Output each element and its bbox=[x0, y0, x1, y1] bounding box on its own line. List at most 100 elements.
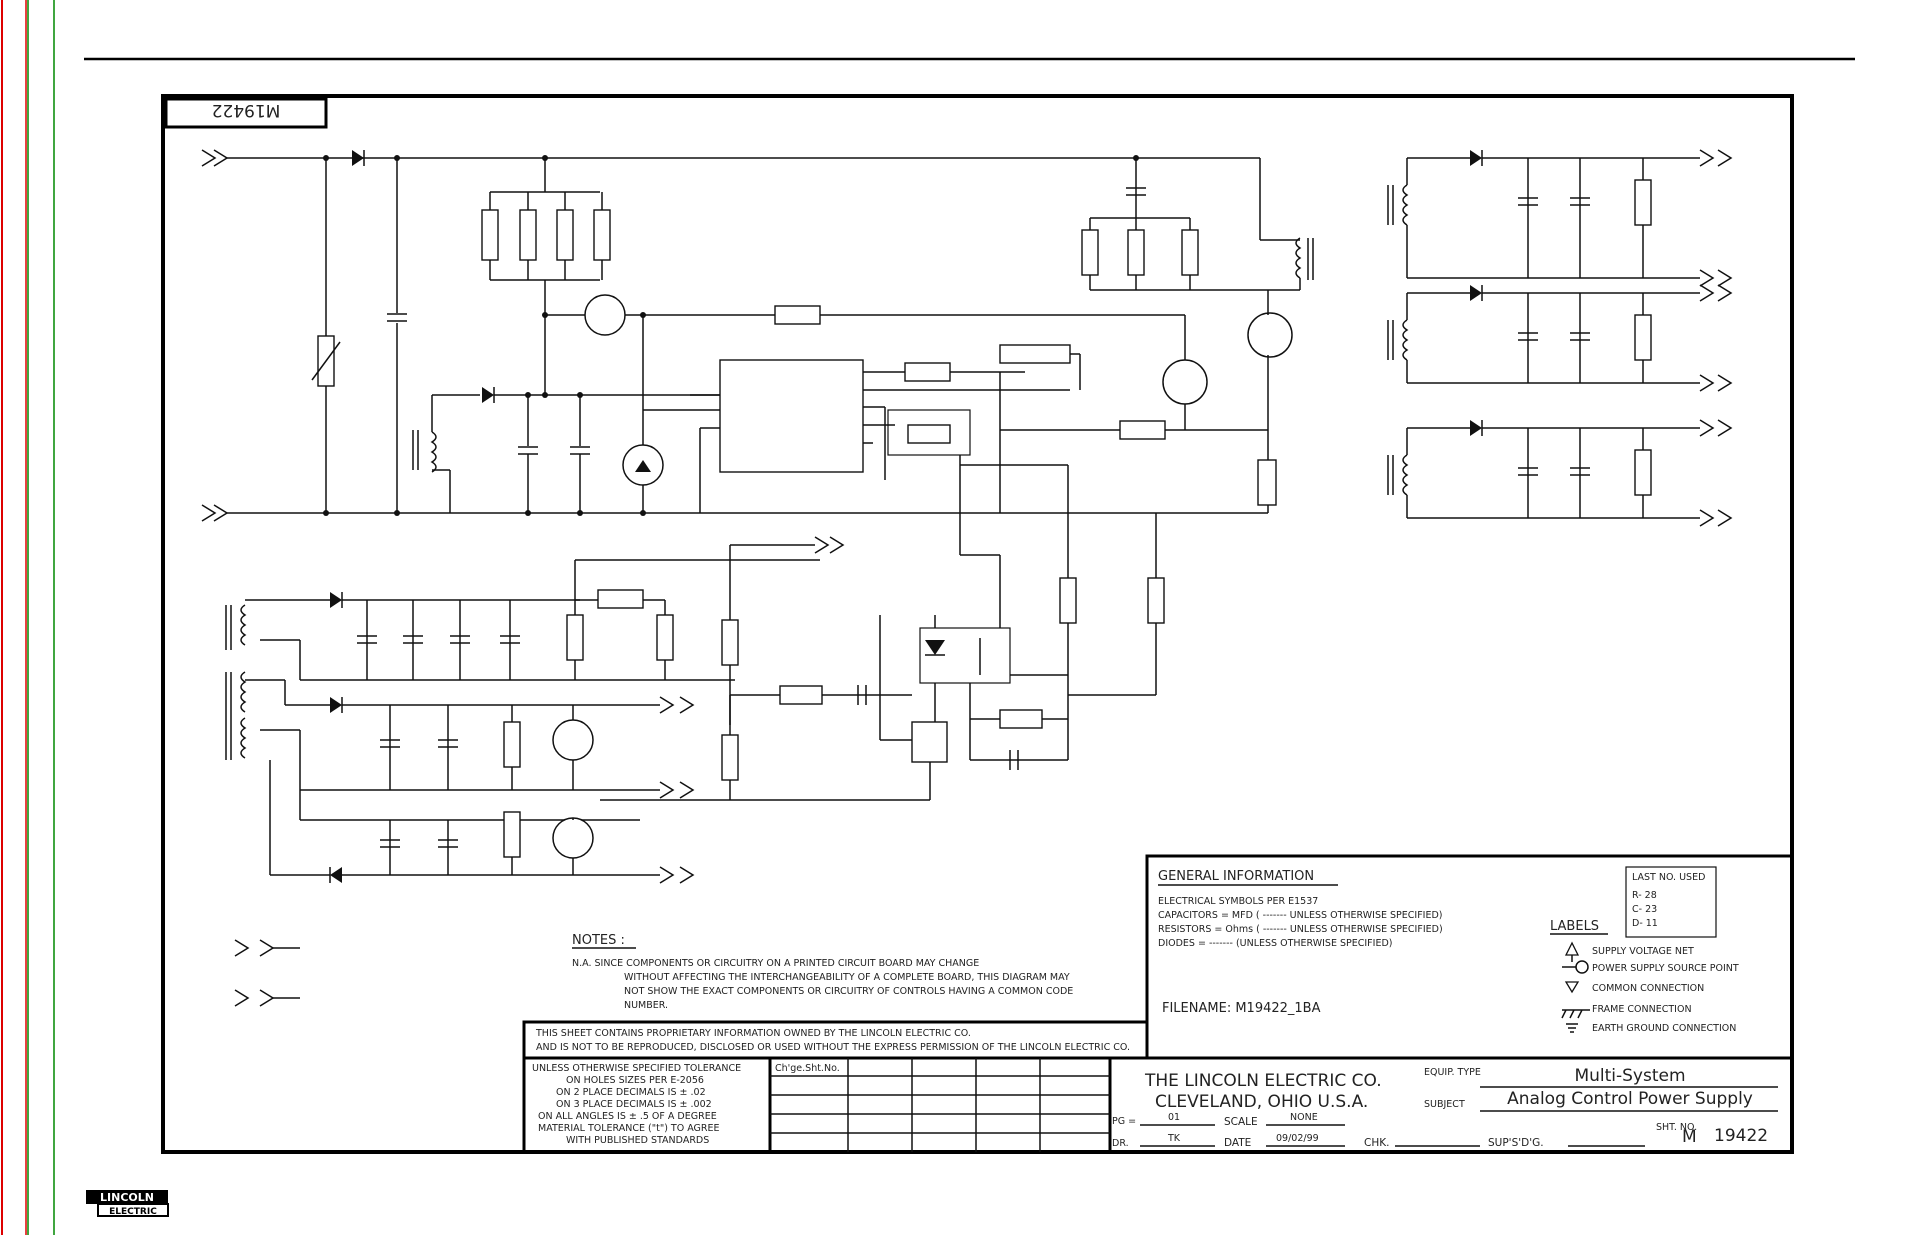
title-block bbox=[522, 1056, 1794, 1154]
connector-j42-2 bbox=[730, 536, 845, 554]
transformer-t1-aux bbox=[412, 430, 437, 473]
general-info-line-4: DIODES = ------- (UNLESS OTHERWISE SPECI… bbox=[1158, 938, 1392, 949]
resistor-r23 bbox=[774, 305, 821, 325]
svg-text:ON ALL ANGLES IS ± .5 OF A DEG: ON ALL ANGLES IS ± .5 OF A DEGREE bbox=[538, 1111, 717, 1122]
label-earth-ground-connection: EARTH GROUND CONNECTION bbox=[1592, 1023, 1736, 1034]
last-no-used-r: R- 28 bbox=[1632, 890, 1657, 901]
scale-value: NONE bbox=[1290, 1112, 1318, 1123]
connector-j42-5 bbox=[640, 696, 695, 714]
filename: FILENAME: M19422_1BA bbox=[1162, 1001, 1321, 1016]
sup-label: SUP'S'D'G. bbox=[1488, 1137, 1544, 1149]
zener-d11 bbox=[584, 294, 626, 336]
secondary-section-d10 bbox=[1387, 419, 1733, 527]
resistor-r21 bbox=[1059, 577, 1077, 624]
chk-label: CHK. bbox=[1364, 1137, 1389, 1149]
resistor-r3 bbox=[779, 685, 823, 705]
secondary-section-d9 bbox=[1387, 284, 1733, 392]
general-info-heading: GENERAL INFORMATION bbox=[1158, 869, 1314, 884]
transformer-t1-primary bbox=[1295, 237, 1302, 279]
resistor-r7 bbox=[1081, 229, 1099, 276]
last-no-used-box bbox=[1625, 866, 1717, 938]
diode-d7 bbox=[329, 867, 342, 883]
drawing-tag: M19422 bbox=[212, 100, 281, 120]
pg-label: PG = bbox=[1112, 1116, 1136, 1127]
pg-value: 01 bbox=[1168, 1112, 1180, 1123]
svg-text:ON 3 PLACE DECIMALS IS ± .002: ON 3 PLACE DECIMALS IS ± .002 bbox=[556, 1099, 712, 1110]
resistor-r24 bbox=[1147, 577, 1165, 624]
general-info-line-1: ELECTRICAL SYMBOLS PER E1537 bbox=[1158, 896, 1318, 907]
diode-d1 bbox=[352, 150, 365, 166]
drawing-tag-box bbox=[164, 97, 328, 129]
subject-value: Analog Control Power Supply bbox=[1507, 1089, 1753, 1109]
resistor-bank-r28-r27 bbox=[481, 158, 611, 395]
ic-x1-2842a bbox=[719, 359, 864, 473]
change-sheet-grid: Ch'ge.Sht.No. bbox=[770, 1058, 1110, 1152]
svg-text:UNLESS OTHERWISE SPECIFIED TOL: UNLESS OTHERWISE SPECIFIED TOLERANCE bbox=[532, 1063, 741, 1074]
diode-d4 bbox=[330, 697, 343, 713]
svg-text:ELECTRIC: ELECTRIC bbox=[109, 1207, 157, 1217]
resistor-r19 bbox=[656, 614, 674, 661]
note-line-1: N.A. SINCE COMPONENTS OR CIRCUITRY ON A … bbox=[572, 958, 979, 969]
sht-prefix: M bbox=[1682, 1127, 1697, 1147]
resistor-r26 bbox=[1181, 229, 1199, 276]
equip-type-value: Multi-System bbox=[1574, 1066, 1685, 1086]
company-city: CLEVELAND, OHIO U.S.A. bbox=[1155, 1092, 1368, 1112]
svg-text:MATERIAL TOLERANCE ("t") TO AG: MATERIAL TOLERANCE ("t") TO AGREE bbox=[538, 1123, 720, 1134]
connector-j42-9 bbox=[640, 866, 695, 884]
last-no-used-d: D- 11 bbox=[1632, 918, 1658, 929]
resistor-r10 bbox=[566, 614, 584, 661]
connector-j41-4 bbox=[234, 989, 300, 1007]
svg-text:ON HOLES SIZES PER E-2056: ON HOLES SIZES PER E-2056 bbox=[566, 1075, 704, 1086]
scale-label: SCALE bbox=[1224, 1116, 1258, 1128]
general-info-line-2: CAPACITORS = MFD ( ------- UNLESS OTHERW… bbox=[1158, 910, 1442, 921]
notes-heading: NOTES : bbox=[572, 933, 625, 948]
label-power-supply-source-point: POWER SUPPLY SOURCE POINT bbox=[1592, 963, 1739, 974]
connector-j42-7 bbox=[659, 781, 695, 799]
date-label: DATE bbox=[1224, 1137, 1251, 1149]
dr-value: TK bbox=[1167, 1133, 1181, 1144]
optocoupler-oci1 bbox=[919, 627, 1011, 684]
company-name: THE LINCOLN ELECTRIC CO. bbox=[1144, 1071, 1382, 1091]
tolerance-notes: UNLESS OTHERWISE SPECIFIED TOLERANCE ON … bbox=[532, 1063, 741, 1146]
proprietary-line-1: THIS SHEET CONTAINS PROPRIETARY INFORMAT… bbox=[535, 1028, 971, 1039]
note-line-3: NOT SHOW THE EXACT COMPONENTS OR CIRCUIT… bbox=[624, 986, 1073, 997]
sht-number: 19422 bbox=[1714, 1126, 1768, 1146]
common-connection-icon bbox=[1564, 981, 1580, 994]
equip-type-label: EQUIP. TYPE bbox=[1424, 1067, 1481, 1078]
label-common-connection: COMMON CONNECTION bbox=[1592, 983, 1704, 994]
note-line-2: WITHOUT AFFECTING THE INTERCHANGEABILITY… bbox=[624, 972, 1070, 983]
proprietary-line-2: AND IS NOT TO BE REPRODUCED, DISCLOSED O… bbox=[536, 1042, 1130, 1053]
mosfet-q1 bbox=[1247, 312, 1293, 358]
power-supply-source-point-icon bbox=[1562, 960, 1589, 974]
dr-label: DR. bbox=[1112, 1138, 1129, 1149]
zener-dz1 bbox=[1162, 359, 1208, 405]
note-line-4: NUMBER. bbox=[624, 1000, 668, 1011]
transformer-t1-secondary bbox=[225, 604, 247, 760]
label-frame-connection: FRAME CONNECTION bbox=[1592, 1004, 1692, 1015]
comp-network bbox=[887, 409, 971, 456]
last-no-used-label: LAST NO. USED bbox=[1632, 872, 1705, 883]
diode-d5 bbox=[482, 387, 495, 403]
capacitor-row-middle bbox=[380, 705, 594, 790]
svg-text:ON 2 PLACE DECIMALS IS ± .02: ON 2 PLACE DECIMALS IS ± .02 bbox=[556, 1087, 706, 1098]
labels-heading: LABELS bbox=[1550, 919, 1599, 934]
general-info-line-3: RESISTORS = Ohms ( ------- UNLESS OTHERW… bbox=[1158, 924, 1443, 935]
svg-text:WITH PUBLISHED STANDARDS: WITH PUBLISHED STANDARDS bbox=[566, 1135, 709, 1146]
last-no-used-c: C- 23 bbox=[1632, 904, 1657, 915]
capacitor-row-upper bbox=[357, 600, 520, 680]
resistor-r18 bbox=[597, 589, 644, 609]
secondary-section-d8 bbox=[1387, 149, 1733, 287]
resistor-r4 bbox=[904, 362, 951, 382]
diode-d2 bbox=[330, 592, 343, 608]
resistor-r6 bbox=[1119, 420, 1166, 440]
resistor-r20 bbox=[999, 709, 1043, 729]
supply-voltage-net-icon bbox=[1564, 941, 1580, 962]
resistor-r5 bbox=[999, 344, 1071, 364]
date-value: 09/02/99 bbox=[1276, 1133, 1319, 1144]
resistor-r9 bbox=[1257, 459, 1277, 506]
capacitor-row-lower bbox=[380, 811, 594, 875]
connector-j41-3 bbox=[234, 939, 300, 957]
shunt-regulator-x2-431 bbox=[911, 721, 948, 763]
svg-text:Ch'ge.Sht.No.: Ch'ge.Sht.No. bbox=[775, 1063, 840, 1074]
